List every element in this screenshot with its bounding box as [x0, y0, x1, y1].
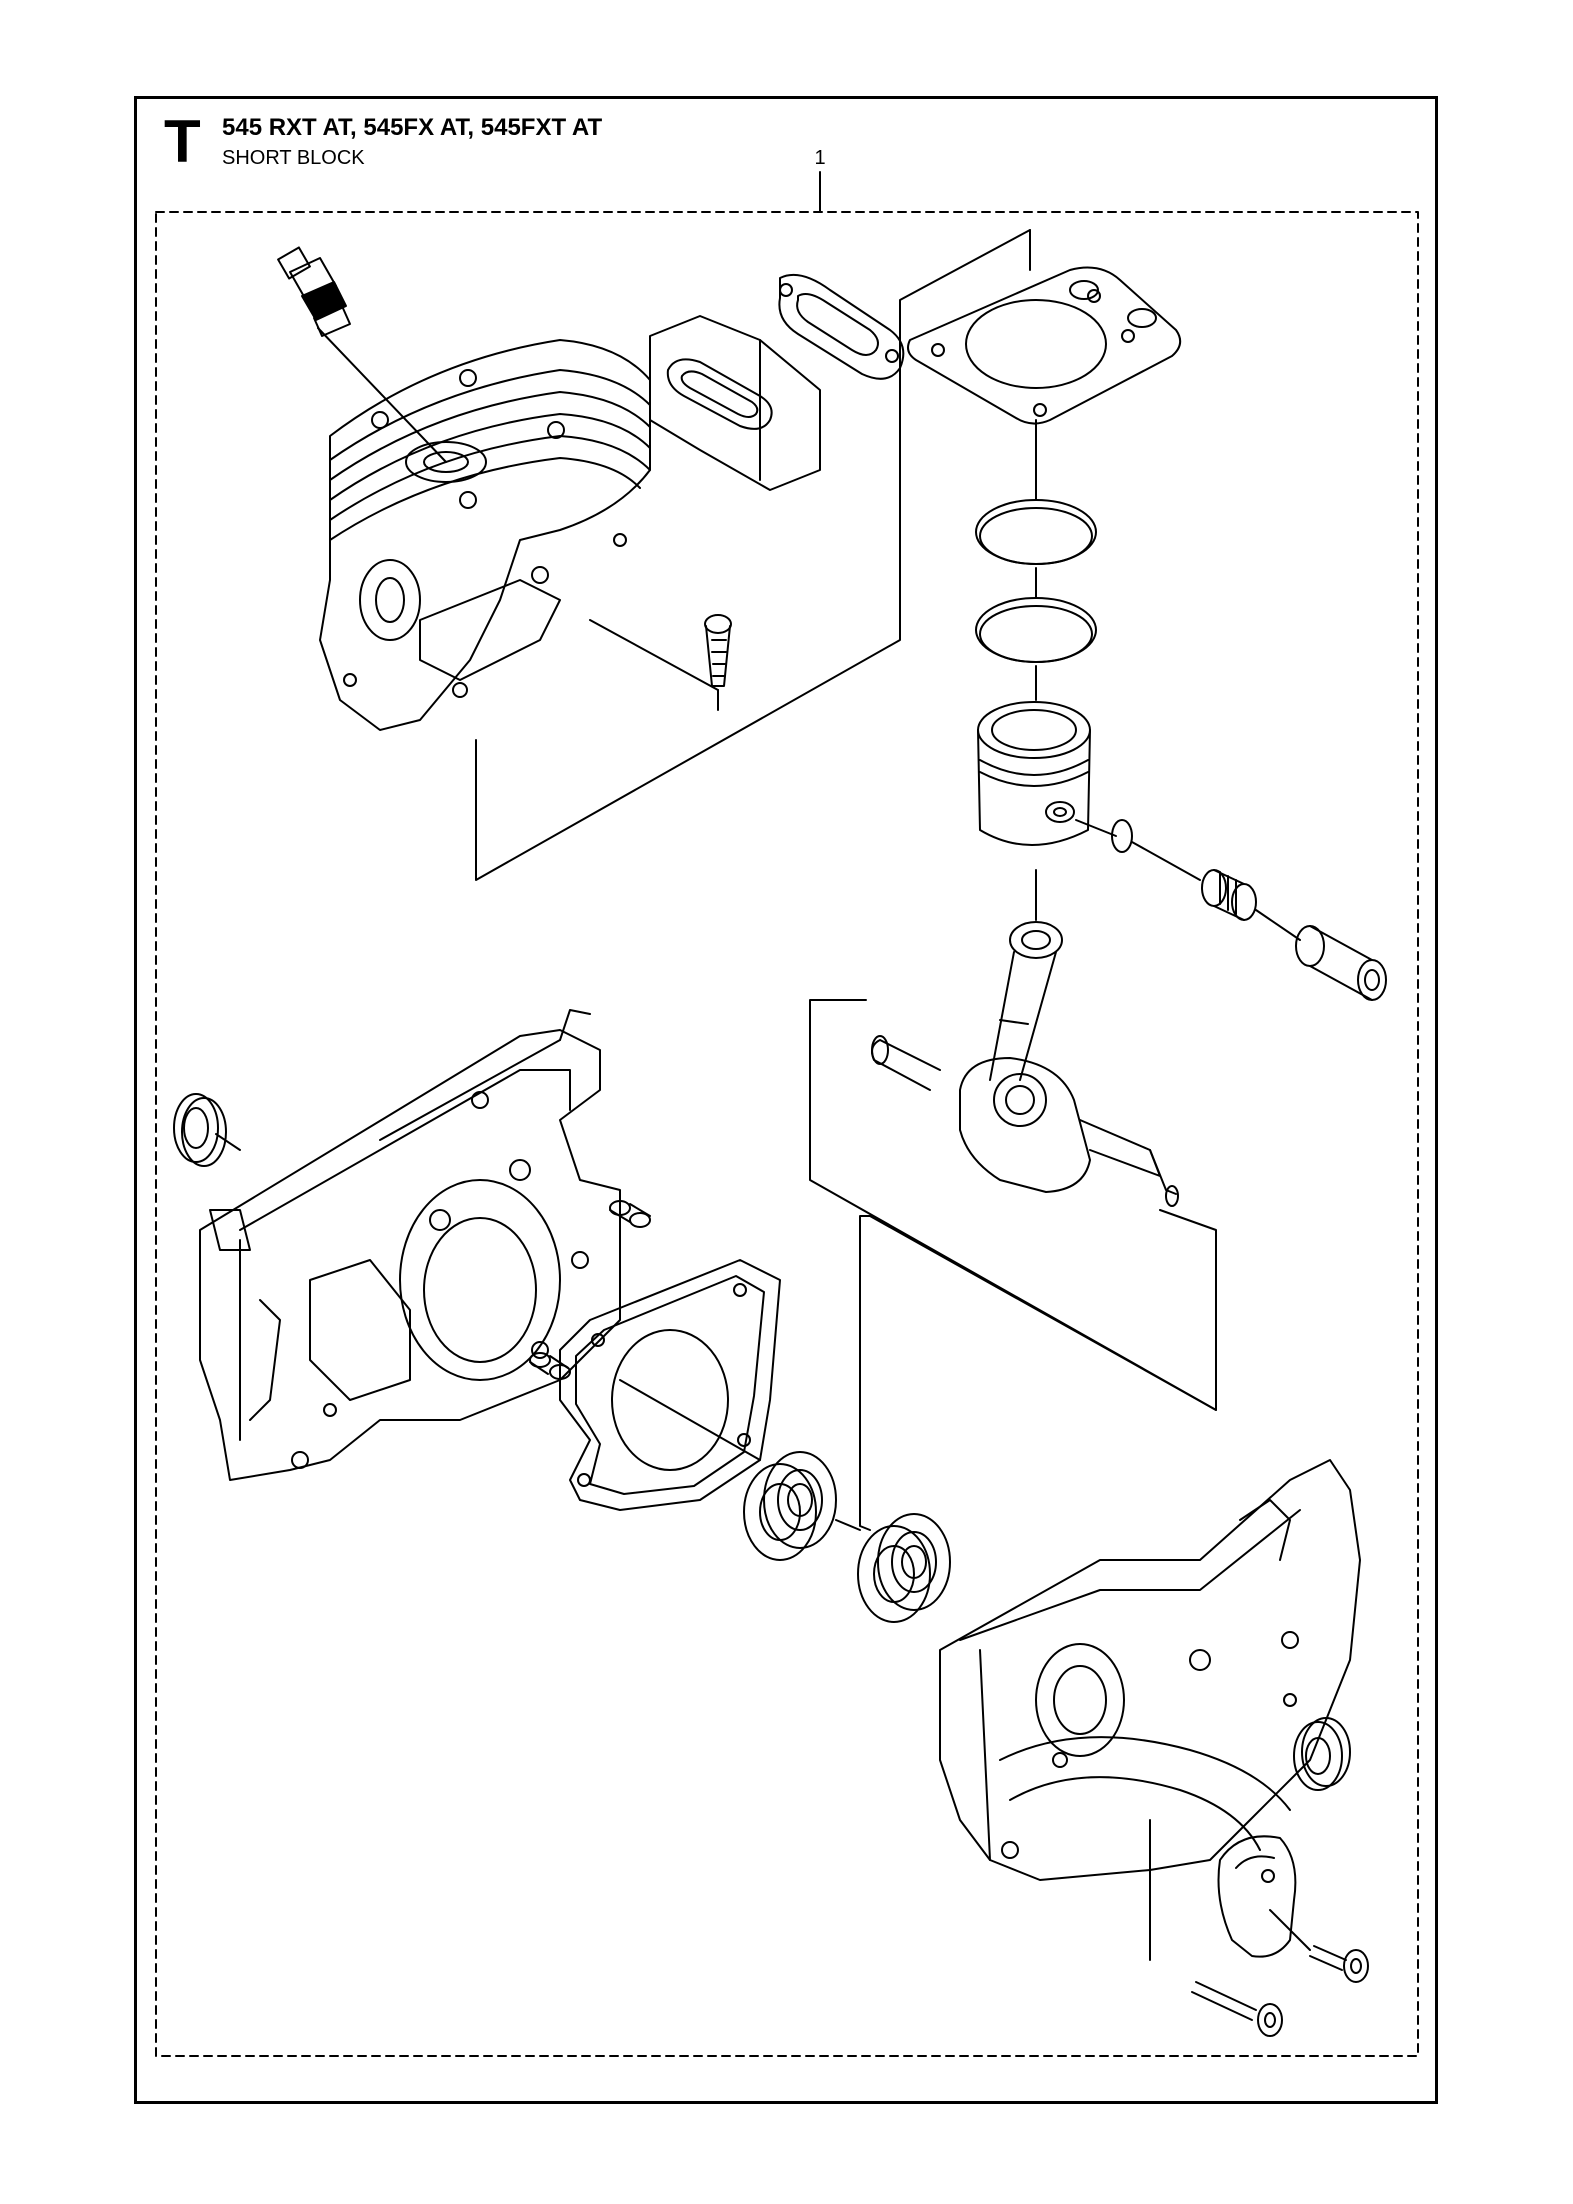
crankcase-cover — [1217, 1835, 1297, 1958]
cylinder-gasket — [907, 229, 1182, 425]
main-bearing-right — [857, 1513, 951, 1623]
heat-shield — [649, 315, 821, 491]
assembly-bracket-crank — [809, 999, 1217, 1531]
crankshaft — [871, 869, 1179, 1207]
page-subtitle: SHORT BLOCK — [222, 147, 365, 169]
piston — [977, 701, 1091, 846]
dowel-pins — [529, 1200, 651, 1380]
needle-bearing — [1201, 869, 1301, 941]
section-letter: T — [164, 108, 201, 175]
crankcase-seal-right — [1293, 1717, 1351, 1791]
circlip — [1075, 819, 1201, 881]
assembly-bracket-top — [475, 229, 1031, 881]
piston-pin — [1295, 925, 1387, 1001]
crankcase-gasket — [559, 1259, 781, 1511]
main-bearing-left — [743, 1451, 861, 1561]
page-title: 545 RXT AT, 545FX AT, 545FXT AT — [222, 114, 603, 141]
spark-plug — [277, 246, 447, 463]
crankcase-screw-1 — [1149, 1819, 1283, 2037]
cylinder-screw — [589, 614, 732, 711]
kit-ref-number: 1 — [814, 147, 826, 169]
muffler-gasket — [778, 274, 905, 380]
crankcase-half-right — [939, 1459, 1361, 1881]
crankcase-screw-2 — [1269, 1909, 1369, 1983]
kit-boundary — [155, 211, 1419, 2057]
piston-ring-upper — [975, 499, 1097, 565]
crankcase-half-left — [199, 1009, 621, 1481]
piston-ring-lower — [975, 597, 1097, 663]
page-frame — [134, 96, 1438, 2104]
crankcase-seal-left — [173, 1093, 241, 1167]
cylinder — [319, 339, 651, 731]
